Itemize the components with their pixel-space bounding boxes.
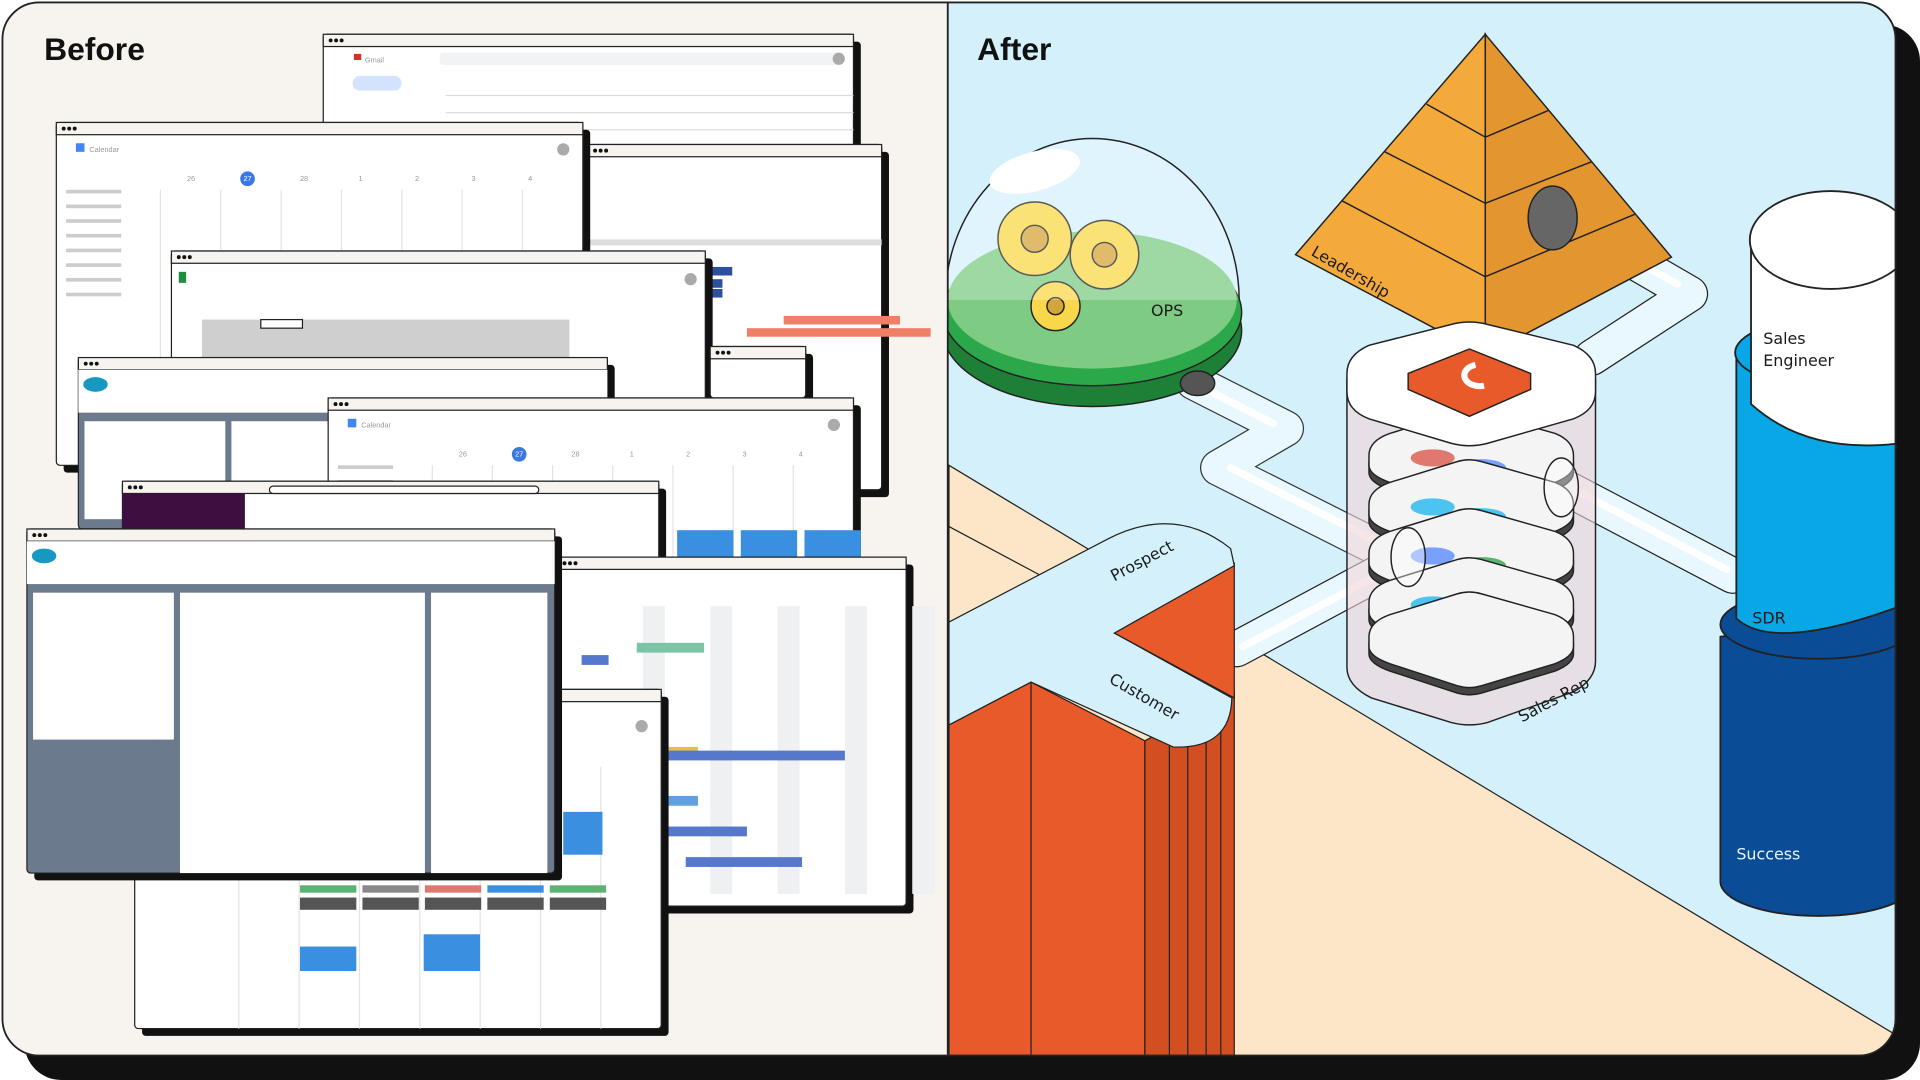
window-dot-icon [573,561,578,566]
window-dot-icon [32,533,37,538]
window-dot-icon [72,126,77,131]
window-dot-icon [715,350,720,355]
calendar-day: 2 [686,450,690,459]
window-dot-icon [598,148,603,153]
success-label: Success [1736,845,1800,864]
window-dot-icon [187,255,192,260]
integration-layer [1368,591,1575,696]
window-dot-icon [593,148,598,153]
calendar-app-label: Calendar [89,145,119,154]
window-dot-icon [176,255,181,260]
calendar-day: 26 [459,450,467,459]
salesforce-logo-icon [31,548,57,564]
ops-dome [947,137,1243,408]
window-dot-icon [339,38,344,43]
window-dot-icon [334,38,339,43]
window-dot-icon [83,361,88,366]
today-marker [240,171,255,187]
window-dot-icon [43,533,48,538]
window-dot-icon [604,148,609,153]
calendar-day: 3 [742,450,746,459]
calendar-day: 4 [528,174,532,183]
window-dot-icon [721,350,726,355]
calendar-day: 4 [799,450,803,459]
card-border [1,1,1897,1057]
window-dot-icon [333,402,338,407]
window-dot-icon [726,350,731,355]
after-panel: Prospect Customer OPS [947,2,1896,1056]
window-dot-icon [562,561,567,566]
sdr-label: SDR [1752,608,1785,627]
gmail-logo-icon [353,53,362,60]
window-dot-icon [89,361,94,366]
calendar-day: 1 [359,174,363,183]
calendar-day: 2 [415,174,419,183]
window-dot-icon [37,533,42,538]
window-dot-icon [127,485,132,490]
today-marker [511,446,527,462]
window-dot-icon [67,126,72,131]
leadership-pyramid [1294,32,1673,357]
salesforce-logo-icon [83,377,108,392]
salesforce-window [26,528,563,881]
calendar-day: 27 [243,174,251,183]
calendar-day: 26 [187,174,195,183]
prospect-customer-building [948,523,1235,1056]
window-dot-icon [328,38,333,43]
team-cylinder [1719,190,1896,917]
before-title: Before [44,31,145,67]
calendar-day: 27 [515,450,523,459]
ops-label: OPS [1151,301,1183,320]
calendar-day: 3 [472,174,476,183]
window-dot-icon [339,402,343,407]
window-dot-icon [138,485,143,490]
window-dot-icon [568,561,572,566]
calendar-logo-icon [75,143,85,152]
window-dot-icon [94,361,99,366]
calendar-app-label: Calendar [361,420,391,429]
window-dot-icon [182,255,187,260]
calendar-day: 1 [630,450,634,459]
sheets-logo-icon [178,271,187,283]
calendar-logo-icon [347,418,357,428]
sales-engineer-label-2: Engineer [1763,351,1834,370]
sales-engineer-label: Sales [1763,329,1805,348]
calendar-day: 28 [571,450,579,459]
window-dot-icon [344,402,349,407]
after-title: After [977,31,1051,67]
gears-icon [997,201,1140,332]
gmail-app-label: Gmail [365,55,385,64]
window-dot-icon [61,126,66,131]
central-hub-cube [1346,321,1597,726]
calendar-day: 28 [300,174,308,183]
window-dot-icon [133,485,138,490]
blank-window [709,345,814,406]
